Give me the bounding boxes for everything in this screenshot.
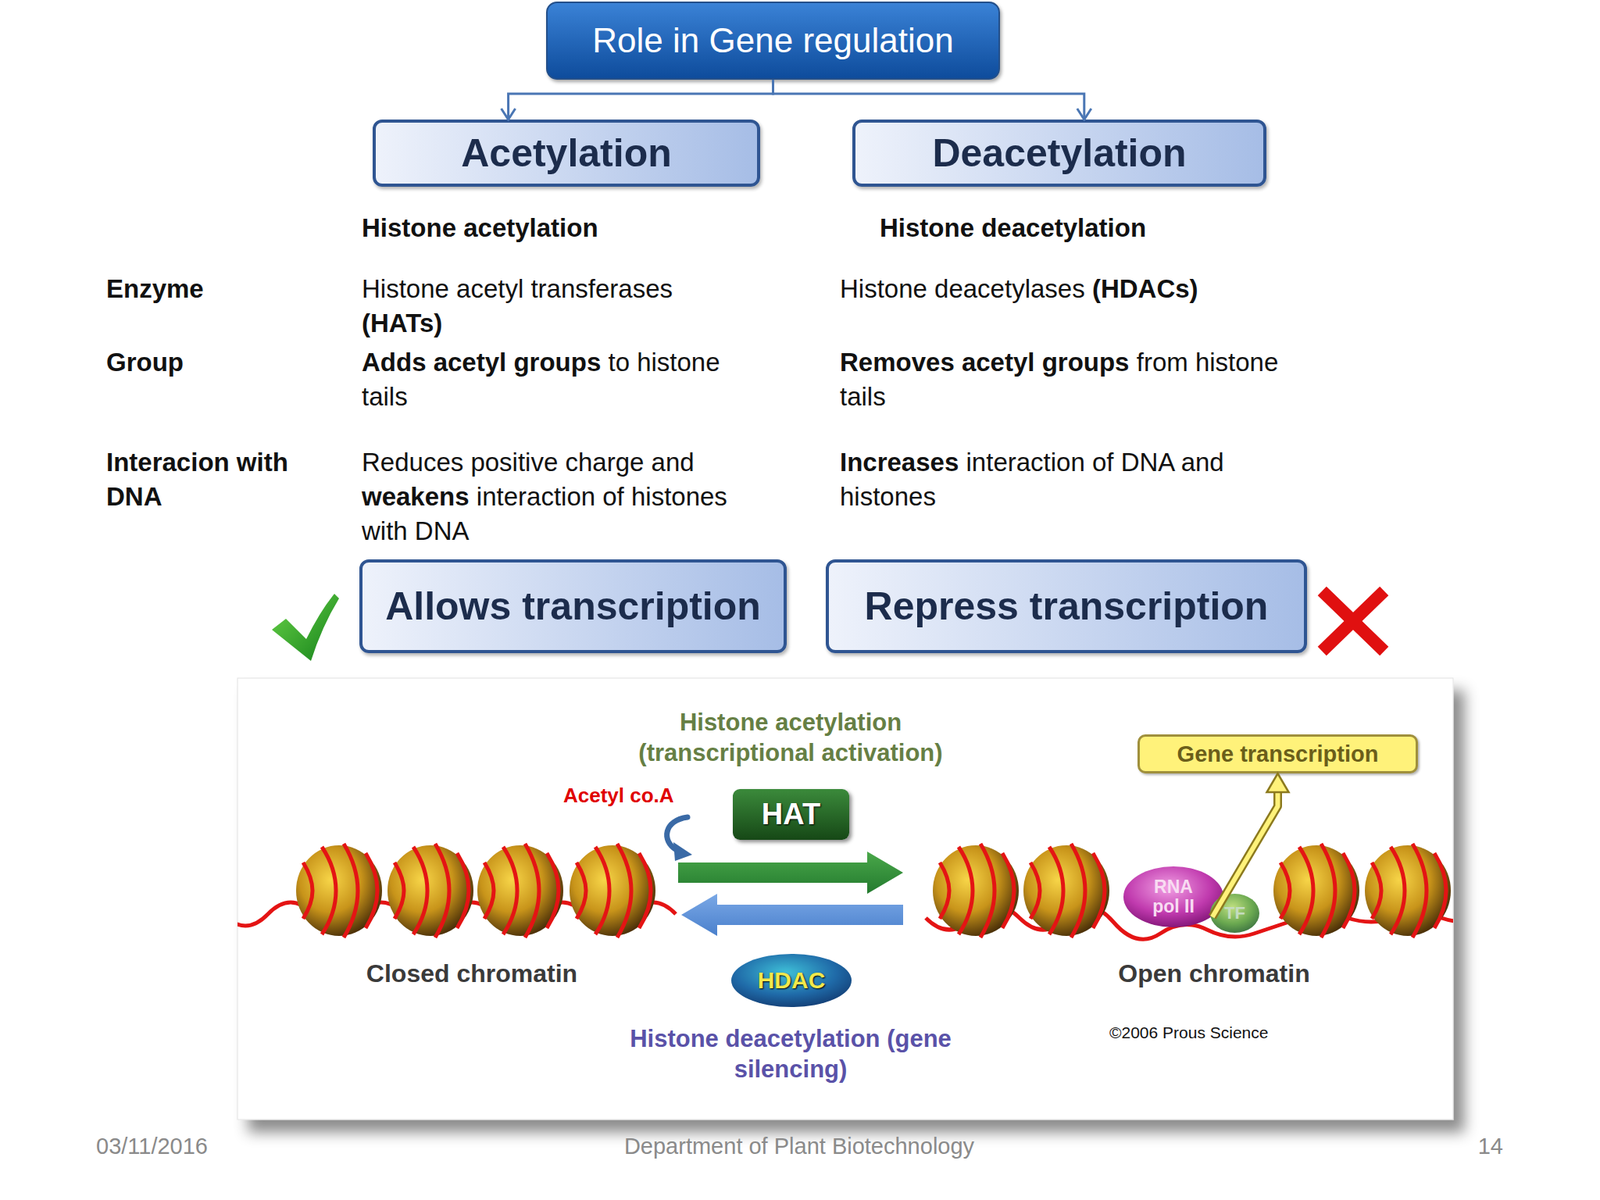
- connector: [1212, 773, 1290, 918]
- arrow-head: [673, 842, 693, 861]
- text-label: Department of Plant Biotechnology: [564, 1132, 1034, 1161]
- cell-text: Histone acetyl transferases: [361, 274, 673, 304]
- factor-ellipse: TF: [1209, 892, 1261, 934]
- nucleosome: [569, 843, 656, 938]
- node-text: Acetylation: [460, 130, 672, 176]
- cell-text: Histone deacetylases: [839, 274, 1086, 304]
- callout-box: Gene transcription: [1137, 734, 1418, 774]
- figure-panel: [237, 678, 1454, 1120]
- cell-text: Adds acetyl groups: [361, 347, 601, 377]
- text-label: Histone acetylation: [361, 210, 800, 246]
- nucleosome: [387, 843, 474, 938]
- result-box: Repress transcription: [825, 559, 1308, 654]
- node-text: RNA pol II: [1142, 877, 1205, 917]
- text-label: Open chromatin: [1057, 957, 1371, 990]
- process-box: Acetylation: [372, 119, 761, 187]
- node-text: Role in Gene regulation: [592, 21, 954, 61]
- nucleosome: [477, 843, 564, 938]
- table-cell: Reduces positive charge andweakensintera…: [361, 445, 757, 549]
- text-label: Closed chromatin: [315, 957, 629, 990]
- connector-line: [773, 79, 1085, 120]
- polymerase-ellipse: RNA pol II: [1122, 865, 1225, 929]
- process-box: Deacetylation: [852, 119, 1267, 187]
- arrow-outline: [1212, 792, 1279, 918]
- text-label: Enzyme: [106, 271, 341, 307]
- text-label: ©2006 Prous Science: [1109, 1022, 1344, 1043]
- cell-text: (HATs): [361, 308, 443, 338]
- text-label: Histone acetylation (transcriptional act…: [595, 707, 986, 768]
- table-cell: Histone deacetylases(HDACs): [839, 271, 1309, 307]
- node-text: TF: [1224, 903, 1246, 924]
- cell-text: (HDACs): [1092, 274, 1199, 304]
- nucleosome: [1023, 843, 1110, 938]
- arrow-head: [1077, 108, 1092, 120]
- check-mark: [271, 593, 340, 661]
- enzyme-ellipse: HDAC: [730, 953, 853, 1008]
- text-label: Interacion with DNA: [106, 445, 325, 515]
- table-cell: Increasesinteraction of DNA and histones: [839, 445, 1278, 515]
- title-box: Role in Gene regulation: [546, 1, 1000, 80]
- text-label: Histone deacetylation: [879, 210, 1318, 246]
- arrow-head: [501, 108, 516, 120]
- table-cell: Adds acetyl groupsto histone tails: [361, 345, 753, 415]
- text-label: 14: [1346, 1132, 1504, 1161]
- node-text: Repress transcription: [864, 583, 1269, 629]
- reverse-arrow: [681, 893, 904, 936]
- text-label: Acetyl co.A: [563, 783, 736, 808]
- nucleosome: [932, 843, 1019, 938]
- cell-text: weakens: [361, 482, 470, 511]
- node-text: Gene transcription: [1177, 741, 1379, 768]
- ellipse-shape: [1210, 893, 1260, 933]
- node-text: HDAC: [757, 967, 826, 994]
- nucleosome: [1364, 843, 1451, 938]
- connector: [773, 79, 1092, 120]
- connector-line: [508, 79, 774, 120]
- cross-mark: [1326, 595, 1380, 647]
- connector: [501, 79, 774, 120]
- arrow-line: [1212, 792, 1279, 918]
- ellipse-shape: [731, 953, 852, 1008]
- ellipse-shape: [1123, 866, 1224, 928]
- forward-arrow: [678, 851, 904, 894]
- result-box: Allows transcription: [359, 559, 787, 654]
- node-text: Allows transcription: [385, 583, 761, 629]
- cell-text: Reduces positive charge and: [361, 447, 695, 477]
- text-label: 03/11/2016: [96, 1132, 331, 1161]
- cell-text: Removes acetyl groups: [839, 347, 1129, 377]
- cell-text: Increases: [839, 447, 959, 477]
- table-cell: Removes acetyl groupsfrom histone tails: [839, 345, 1301, 415]
- text-label: Histone deacetylation (gene silencing): [595, 1023, 986, 1085]
- node-text: HAT: [761, 797, 821, 832]
- arrow-head: [1267, 773, 1290, 793]
- enzyme-box: HAT: [732, 789, 850, 840]
- node-text: Deacetylation: [932, 130, 1186, 176]
- nucleosome: [296, 843, 383, 938]
- table-cell: Histone acetyl transferases (HATs): [361, 271, 753, 341]
- nucleosome: [1273, 843, 1360, 938]
- text-label: Group: [106, 345, 341, 380]
